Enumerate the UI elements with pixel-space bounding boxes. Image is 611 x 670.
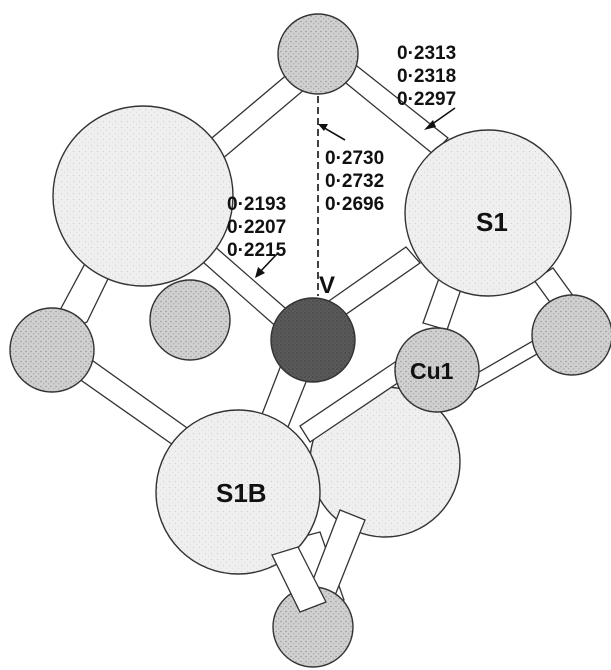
arrowhead-left	[255, 267, 265, 278]
atom-label-v: V	[319, 272, 335, 299]
distance-top-right-3: 0·2297	[397, 89, 456, 110]
copper-atom-left	[9, 307, 95, 393]
atom-label-s1: S1	[476, 207, 508, 237]
atom-label-s1b: S1B	[216, 478, 267, 508]
distance-middle-2: 0·2732	[325, 171, 384, 192]
distance-labels-top-right: 0·2313 0·2318 0·2297	[397, 43, 456, 110]
copper-atom-cu1	[394, 327, 480, 413]
annotation-lines	[255, 96, 456, 296]
arrowhead-top-right	[424, 120, 436, 130]
arrowhead-middle	[318, 124, 328, 131]
small-atoms	[9, 13, 611, 668]
distance-labels-middle: 0·2730 0·2732 0·2696	[325, 148, 384, 215]
sulfur-atom-s1	[404, 129, 572, 297]
distance-left-1: 0·2193	[227, 194, 286, 215]
copper-atom-inner-left	[149, 279, 231, 361]
vanadium-atom	[270, 297, 356, 383]
sulfur-atom-top-left	[52, 105, 234, 287]
distance-middle-1: 0·2730	[325, 148, 384, 169]
atom-label-cu1: Cu1	[410, 358, 454, 384]
sulfur-atom-s1b	[155, 409, 321, 575]
distance-middle-3: 0·2696	[325, 194, 384, 215]
bond-s1b-bottom	[271, 546, 327, 613]
copper-atom-right	[531, 294, 611, 376]
distance-top-right-2: 0·2318	[397, 66, 456, 87]
distance-left-3: 0·2215	[227, 240, 287, 261]
large-atoms	[52, 105, 572, 613]
distance-labels-left: 0·2193 0·2207 0·2215	[227, 194, 287, 261]
distance-left-2: 0·2207	[227, 217, 286, 238]
bond-layer	[43, 54, 588, 611]
copper-atom-top	[277, 13, 359, 95]
distance-top-right-1: 0·2313	[397, 43, 456, 64]
